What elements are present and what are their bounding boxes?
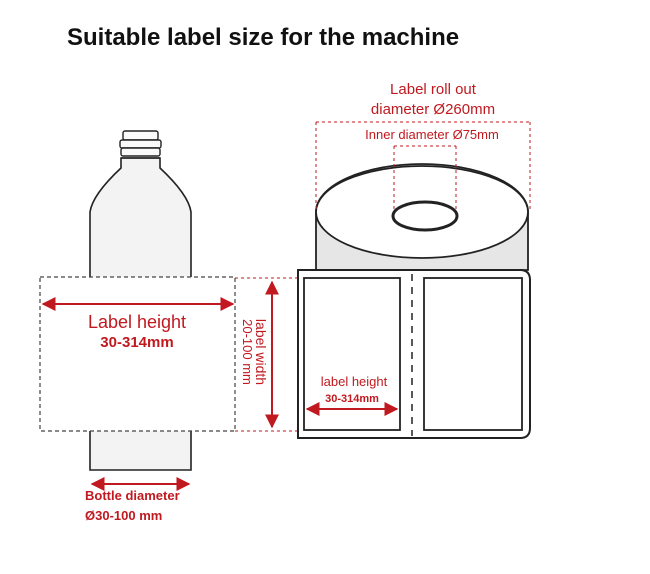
roll-core-hole xyxy=(391,200,459,232)
label-width-text: label width xyxy=(253,319,269,385)
label-front xyxy=(303,277,401,431)
bottle-label-area xyxy=(39,276,236,432)
bottle-illustration xyxy=(39,130,236,471)
label-roll-illustration xyxy=(297,163,531,439)
outer-diameter-value: diameter Ø260mm xyxy=(371,101,495,118)
bottle-label-height-text: Label height xyxy=(88,312,186,332)
roll-label-height-text: label height xyxy=(321,374,388,389)
label-next xyxy=(423,277,523,431)
inner-diameter-text: Inner diameter Ø75mm xyxy=(365,127,499,142)
label-width-value: 20-100 mm xyxy=(240,319,255,385)
bottle-diameter-value: Ø30-100 mm xyxy=(85,508,162,523)
roll-label-height-value: 30-314mm xyxy=(325,393,379,405)
bottle-label-height-value: 30-314mm xyxy=(100,334,173,351)
bottle-diameter-text: Bottle diameter xyxy=(85,488,180,503)
bottle-cap-threads xyxy=(119,130,162,159)
outer-diameter-text: Label roll out xyxy=(390,81,477,98)
diagram-title: Suitable label size for the machine xyxy=(67,24,460,51)
